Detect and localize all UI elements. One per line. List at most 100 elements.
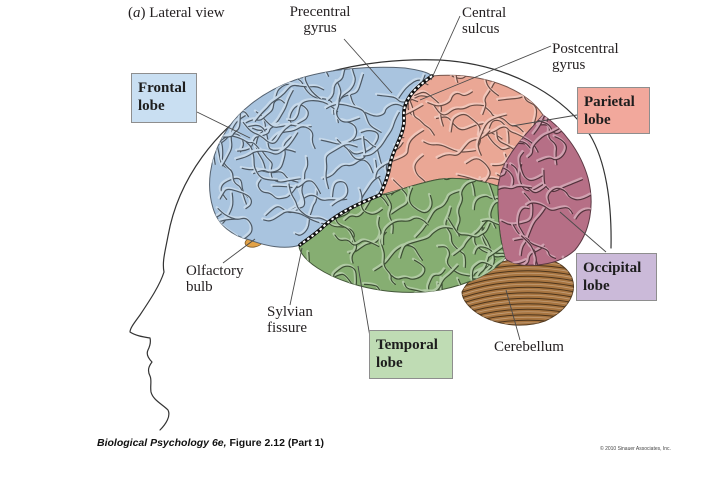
occipital-lobe-label-line-2: lobe: [583, 278, 610, 294]
gyrus-highlight: [252, 82, 300, 122]
gyrus-highlight: [463, 156, 491, 191]
sulcus-line: [330, 67, 356, 107]
sulcus-line: [527, 127, 561, 159]
sulcus-line: [297, 156, 309, 210]
temporal-lobe-label-box: Temporal lobe: [369, 330, 453, 379]
parietal-lobe-label-line-2: lobe: [584, 112, 611, 128]
postcentral-gyrus-label-line-1: Postcentral: [552, 41, 619, 57]
cerebellum-folium-highlight: [462, 294, 574, 308]
gyrus-highlight: [332, 232, 379, 247]
cerebellum-folium-line: [462, 297, 574, 311]
gyrus-highlight: [240, 120, 292, 144]
gyrus-highlight: [525, 125, 561, 158]
sulcus-line: [254, 84, 300, 123]
sulcus-line: [390, 259, 426, 280]
sulcus-line: [437, 246, 471, 277]
sulcus-line: [217, 208, 253, 241]
sulcus-line: [363, 111, 400, 157]
gyrus-highlight: [449, 75, 485, 79]
gyrus-highlight: [270, 178, 321, 194]
head-outline: [129, 59, 612, 431]
cerebellum-folium-highlight: [462, 289, 574, 302]
gyrus-highlight: [524, 200, 573, 214]
sylvian-fissure-label-line-1: Sylvian: [267, 304, 313, 320]
sulcus-line: [351, 297, 392, 331]
sulcus-line: [450, 113, 481, 137]
sulcus-line: [334, 234, 380, 248]
central-sulcus-label-line-2: sulcus: [462, 21, 500, 37]
gyrus-highlight: [505, 257, 528, 266]
gyrus-highlight: [526, 81, 543, 95]
sulcus-line: [289, 104, 309, 127]
sulcus-line: [482, 227, 505, 255]
sulcus-line: [519, 164, 547, 194]
gyrus-highlight: [497, 184, 532, 192]
sulcus-line: [336, 136, 367, 161]
sulcus-line: [477, 114, 508, 156]
gyrus-highlight: [271, 250, 291, 297]
sulcus-line: [528, 83, 543, 95]
postcentral-gyrus-label-line-2: gyrus: [552, 57, 586, 73]
sulcus-line: [427, 91, 474, 107]
gyrus-highlight: [350, 296, 391, 330]
sylvian-fissure-label-line-2: fissure: [267, 320, 307, 336]
sulcus-line: [294, 189, 318, 236]
sulcus-line: [408, 98, 435, 136]
sulcus-line: [260, 149, 302, 183]
cerebellum-folium-highlight: [462, 278, 574, 291]
gyrus-highlight: [331, 263, 357, 293]
sulcus-line: [332, 265, 358, 293]
cerebellum-label: Cerebellum: [494, 339, 564, 355]
sulcus-line: [320, 119, 358, 145]
gyrus-highlight: [318, 67, 384, 68]
parietal-lobe-leader-line: [511, 114, 578, 127]
gyrus-highlight: [454, 178, 476, 237]
sulcus-line: [325, 144, 358, 190]
gyrus-highlight: [219, 113, 246, 166]
gyrus-highlight: [381, 215, 429, 245]
gyrus-highlight: [573, 207, 592, 232]
sulcus-line: [328, 67, 350, 102]
cerebellum-folium-line: [462, 286, 574, 300]
sulcus-line: [547, 187, 592, 205]
sulcus-line: [263, 211, 322, 224]
sulcus-line: [288, 183, 333, 225]
gyrus-highlight: [323, 142, 358, 189]
gyrus-highlight: [382, 128, 424, 164]
sulcus-line: [220, 69, 268, 88]
cerebellum-folium-line: [462, 281, 574, 294]
gyrus-highlight: [293, 187, 318, 236]
sulcus-line: [538, 136, 567, 163]
olfactory-bulb-leader-line: [222, 238, 256, 264]
sulcus-line: [414, 91, 445, 127]
sulcus-line: [441, 278, 478, 293]
gyrus-highlight: [214, 76, 249, 117]
gyrus-highlight: [320, 157, 374, 180]
sulcus-line: [257, 179, 298, 200]
sulcus-line: [435, 116, 485, 131]
sylvian-fissure-dotted-line: [298, 193, 382, 247]
olfactory-bulb-label: Olfactory bulb: [186, 263, 243, 295]
olfactory-bulb-label-line-2: bulb: [186, 279, 213, 295]
caption-figure-number: Figure 2.12 (Part 1): [229, 437, 324, 449]
cerebellum-folium-line: [462, 292, 574, 305]
sulcus-line: [432, 103, 485, 116]
sulcus-line: [457, 174, 510, 182]
sulcus-line: [209, 220, 216, 246]
sulcus-line: [272, 252, 292, 299]
parietal-lobe-label-box: Parietal lobe: [577, 87, 650, 134]
sulcus-line: [362, 283, 383, 293]
sylvian-fissure-label: Sylvian fissure: [267, 304, 313, 336]
sulcus-line: [235, 132, 299, 161]
sulcus-line: [331, 180, 349, 207]
olfactory-bulb-label-line-1: Olfactory: [186, 263, 244, 279]
sulcus-line: [453, 219, 496, 257]
gyrus-highlight: [421, 139, 476, 153]
sulcus-line: [488, 244, 505, 276]
sulcus-line: [451, 75, 485, 80]
gyrus-highlight: [234, 130, 298, 160]
occipital-lobe-leader-line: [559, 211, 607, 253]
gyrus-highlight: [406, 185, 433, 213]
gyrus-highlight: [483, 124, 523, 138]
gyrus-highlight: [235, 122, 280, 152]
